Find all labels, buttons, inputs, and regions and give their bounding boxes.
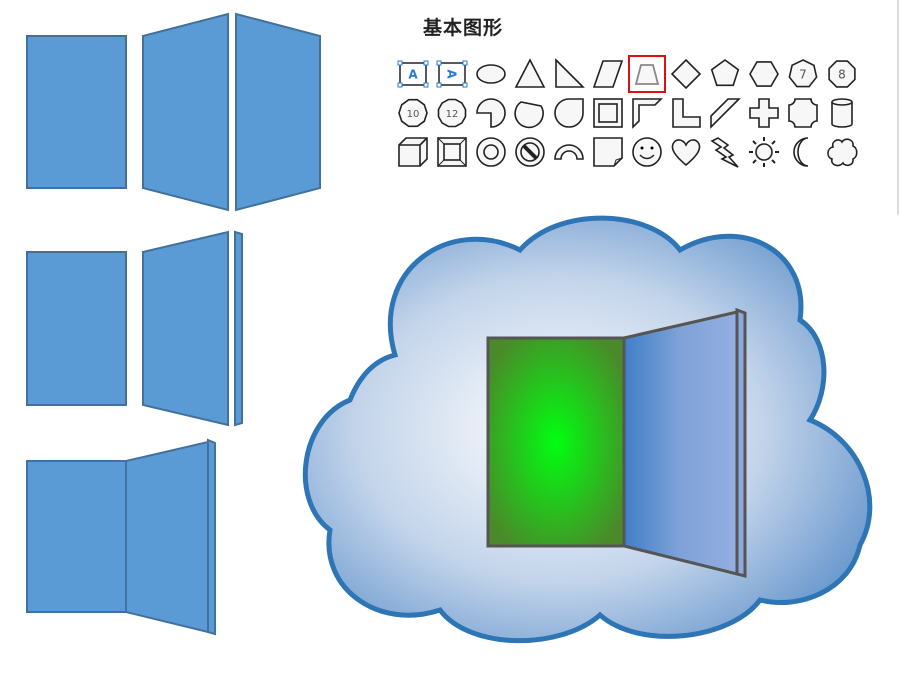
cross-icon [749, 98, 779, 128]
dodecagon-icon: 12 [437, 98, 467, 128]
door-step-1 [26, 12, 321, 212]
l-shape-icon [672, 98, 701, 128]
shape-label: 12 [446, 109, 459, 120]
heptagon-icon: 7 [788, 59, 818, 88]
shape-label: A [444, 69, 458, 79]
shape-label: 10 [407, 109, 420, 120]
shape-label: 8 [838, 68, 846, 82]
plaque-icon [788, 98, 818, 128]
shape-parallelogram-button[interactable] [591, 57, 625, 91]
octagon-icon: 8 [828, 60, 856, 88]
shape-trapezoid-button[interactable] [628, 55, 666, 93]
shape-smiley-face-button[interactable] [630, 135, 664, 169]
lightning-bolt-icon [710, 137, 739, 168]
shape-hexagon-button[interactable] [747, 57, 781, 91]
door-step-2 [26, 230, 243, 427]
shape-label: 7 [799, 68, 807, 82]
shape-block-arc-button[interactable] [552, 135, 586, 169]
shape-heart-button[interactable] [669, 135, 703, 169]
palette-title: 基本图形 [423, 17, 504, 39]
shape-bevel-button[interactable] [435, 135, 469, 169]
open-door-panel [622, 310, 739, 576]
shape-octagon-button[interactable]: 8 [825, 57, 859, 91]
shape-donut-button[interactable] [474, 135, 508, 169]
shape-lightning-bolt-button[interactable] [708, 135, 742, 169]
bevel-icon [437, 137, 467, 167]
shape-vertical-text-box-button[interactable]: A [435, 57, 469, 91]
shape-moon-button[interactable] [786, 135, 820, 169]
scrollbar-edge [897, 0, 899, 215]
shape-can-button[interactable] [825, 96, 859, 130]
block-arc-icon [554, 144, 584, 160]
shape-diamond-button[interactable] [669, 57, 703, 91]
trapezoid-icon [634, 64, 660, 85]
moon-icon [793, 137, 809, 167]
shape-pie-button[interactable] [474, 96, 508, 130]
chord-icon [514, 101, 544, 129]
teardrop-icon [554, 98, 584, 128]
triangle-icon [514, 58, 546, 88]
diamond-icon [670, 58, 702, 90]
diagonal-stripe-icon [710, 98, 741, 129]
frame-icon [593, 98, 623, 128]
shape-chord-button[interactable] [513, 96, 547, 130]
shape-decagon-button[interactable]: 10 [396, 96, 430, 130]
can-icon [831, 98, 853, 128]
decagon-icon: 10 [398, 98, 428, 128]
smiley-face-icon [632, 137, 662, 167]
shape-pentagon-button[interactable] [708, 57, 742, 91]
cube-icon [398, 137, 428, 167]
half-frame-icon [632, 98, 663, 129]
shape-diagonal-stripe-button[interactable] [708, 96, 742, 130]
hexagon-icon [749, 61, 779, 87]
donut-icon [476, 137, 506, 167]
shape-folded-corner-button[interactable] [591, 135, 625, 169]
no-symbol-icon [515, 137, 545, 167]
pie-icon [476, 98, 506, 128]
shape-right-triangle-button[interactable] [552, 57, 586, 91]
shape-text-box-button[interactable]: A [396, 57, 430, 91]
right-triangle-icon [555, 58, 585, 88]
sun-icon [749, 137, 779, 167]
vertical-text-box-icon: A [436, 60, 468, 88]
shape-heptagon-button[interactable]: 7 [786, 57, 820, 91]
shape-no-symbol-button[interactable] [513, 135, 547, 169]
shape-half-frame-button[interactable] [630, 96, 664, 130]
door-opening [486, 336, 626, 548]
shape-cloud-button[interactable] [825, 135, 859, 169]
shape-plaque-button[interactable] [786, 96, 820, 130]
shape-l-shape-button[interactable] [669, 96, 703, 130]
shape-triangle-button[interactable] [513, 57, 547, 91]
shape-sun-button[interactable] [747, 135, 781, 169]
text-box-icon: A [397, 60, 429, 88]
shape-label: A [408, 68, 418, 82]
door-edge [735, 307, 747, 578]
folded-corner-icon [593, 137, 623, 167]
shape-frame-button[interactable] [591, 96, 625, 130]
oval-icon [476, 64, 506, 84]
parallelogram-icon [592, 60, 624, 88]
shape-oval-button[interactable] [474, 57, 508, 91]
door-step-3 [26, 438, 216, 636]
pentagon-icon [710, 59, 740, 87]
heart-icon [671, 139, 701, 167]
shape-cross-button[interactable] [747, 96, 781, 130]
shape-dodecagon-button[interactable]: 12 [435, 96, 469, 130]
shape-teardrop-button[interactable] [552, 96, 586, 130]
shape-cube-button[interactable] [396, 135, 430, 169]
cloud-icon [827, 138, 858, 167]
